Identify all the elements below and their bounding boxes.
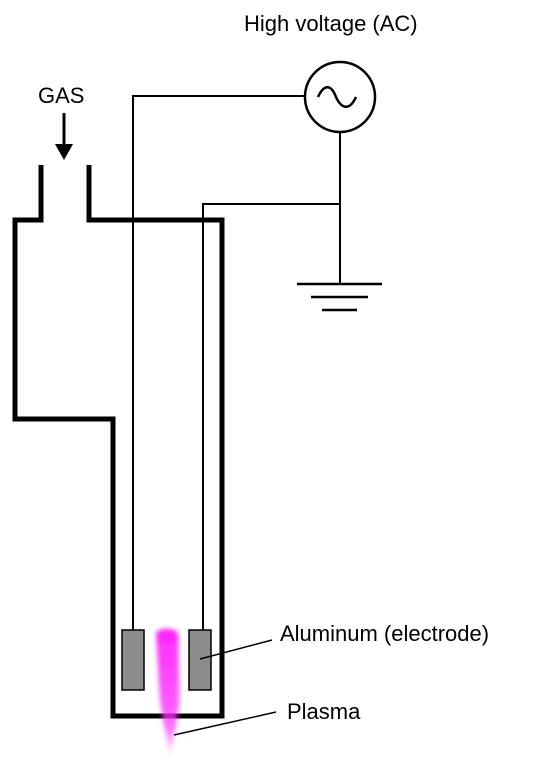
plasma-label: Plasma [287,699,361,724]
aluminum-electrode-label: Aluminum (electrode) [280,621,489,646]
torch-body [12,165,225,719]
ac-sine-icon [303,60,377,134]
aluminum-leader-line [199,639,273,660]
arrow-down-icon [55,113,73,160]
plasma-plume [156,628,179,755]
gas-label: GAS [38,83,84,108]
plasma-leader-line [173,711,277,736]
electrode-ground-wire [202,203,340,630]
ground-symbol-icon [297,282,382,312]
high-voltage-label: High voltage (AC) [244,11,418,36]
wiring [132,95,341,630]
left-electrode [121,629,145,691]
hv-wire [132,95,305,630]
right-electrode [188,629,212,691]
